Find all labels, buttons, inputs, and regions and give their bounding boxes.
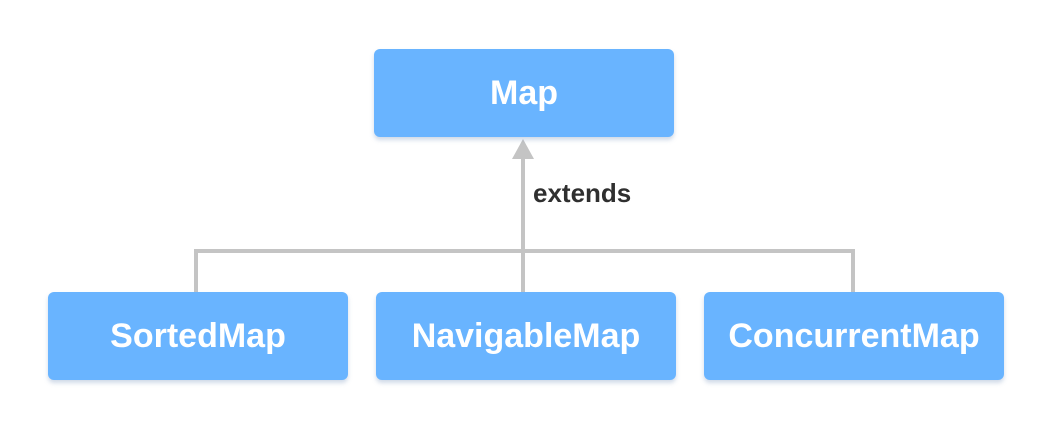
node-sortedmap: SortedMap [48,292,348,380]
node-sortedmap-label: SortedMap [110,316,286,355]
node-map: Map [374,49,674,137]
edge-label-extends: extends [533,178,632,208]
node-concurrentmap-label: ConcurrentMap [728,316,980,355]
node-map-label: Map [490,73,558,112]
node-navigablemap-label: NavigableMap [411,316,641,355]
node-concurrentmap: ConcurrentMap [704,292,1004,380]
node-navigablemap: NavigableMap [376,292,676,380]
arrowhead-icon [512,139,534,159]
